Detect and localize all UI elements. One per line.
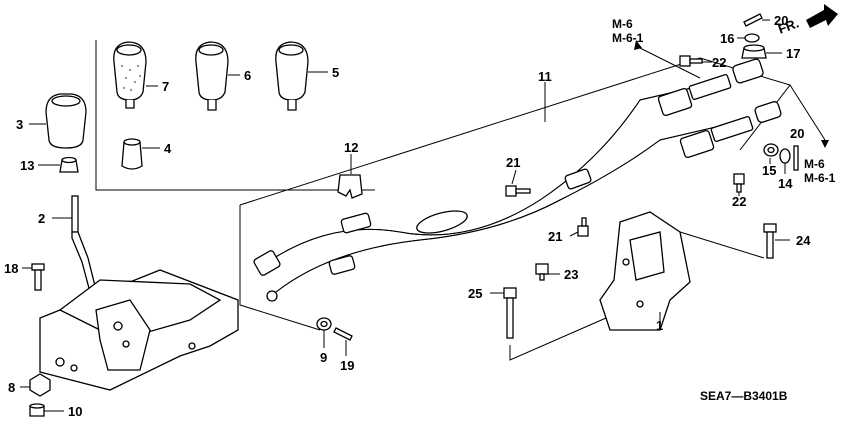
bolt-21-upper [505,185,531,197]
ref-right-2: M-6-1 [804,171,836,185]
callout-22-lower: 22 [732,194,746,209]
washer-9 [316,317,332,331]
callout-20-upper: 20 [774,13,788,28]
cable-box-top [239,57,701,206]
callout-20-lower: 20 [790,126,804,141]
callout-6: 6 [244,68,251,83]
callout-25: 25 [468,286,482,301]
callout-24: 24 [796,233,811,248]
pin-19 [333,327,353,341]
shift-knob-leather [113,41,147,109]
shift-lever-housing [39,269,239,391]
knob-nut [59,156,79,173]
callout-7: 7 [162,79,169,94]
ref-top-1: M-6 [612,17,633,31]
callout-23: 23 [564,267,578,282]
front-direction-arrow [806,4,838,28]
callout-8: 8 [8,380,15,395]
shift-lever [71,195,97,293]
washer-16 [744,33,760,43]
knob-group-bracket [95,40,375,191]
callout-10: 10 [68,404,82,419]
bolt-25 [503,287,517,339]
washer-15 [763,143,779,157]
shift-cables [253,85,721,302]
bushing-17 [741,44,767,59]
callout-21-upper: 21 [506,155,520,170]
top-ref-leader [639,47,701,79]
ref-top-2: M-6-1 [612,31,644,45]
callout-16: 16 [720,31,734,46]
callout-18: 18 [4,261,18,276]
mounting-bolt-18 [31,263,45,291]
callout-9: 9 [320,350,327,365]
shift-boot-collar [121,138,143,170]
drawing-code: SEA7—B3401B [700,389,788,403]
shift-knob-type-c [275,41,309,111]
bolt-21-lower [577,217,589,237]
bolt-22-upper [679,55,703,67]
callout-3: 3 [16,117,23,132]
bolt-22-lower [733,173,745,193]
bolt-25-leader [509,317,607,361]
ref-right-1: M-6 [804,157,825,171]
right-ref-leader [789,84,826,141]
collar-10 [29,403,45,417]
cable-end-lower [679,101,782,159]
callout-4: 4 [164,141,172,156]
washer-14 [779,148,791,164]
shift-knob-plain [45,93,87,149]
callout-21-lower: 21 [548,229,562,244]
callout-1: 1 [656,318,663,333]
bolt-23 [535,263,549,281]
nut-8 [29,373,51,397]
cable-clip [337,174,363,199]
shift-knob-type-b [195,41,229,111]
cable-box-left [239,205,321,331]
callout-19: 19 [340,358,354,373]
callout-14: 14 [778,176,793,191]
callout-12: 12 [344,140,358,155]
callout-22-upper: 22 [712,55,726,70]
callout-15: 15 [762,163,776,178]
callout-13: 13 [20,158,34,173]
callout-2: 2 [38,211,45,226]
cable-bracket [599,211,691,331]
pin-20-lower [793,145,799,171]
callout-11: 11 [538,69,552,84]
bolt-24 [763,223,777,259]
top-ref-arrow [634,40,642,50]
callout-5: 5 [332,65,339,80]
front-direction-label: FR. [776,15,801,36]
cable-end-upper [657,58,764,117]
right-ref-arrow [821,140,829,148]
callout-17: 17 [786,46,800,61]
pin-20-upper [743,13,763,27]
